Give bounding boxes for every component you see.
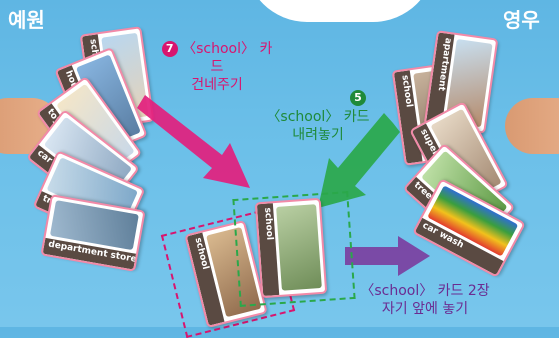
step5-badge: 5: [350, 87, 366, 106]
right-hand: [505, 98, 559, 154]
final-line1: 〈school〉 카드 2장: [360, 283, 490, 299]
step5-line1: 〈school〉 카드: [266, 109, 370, 125]
table-card-1[interactable]: school: [254, 197, 328, 299]
final-line2: 자기 앞에 놓기: [381, 301, 469, 317]
step5-line2: 내려놓기: [292, 127, 344, 143]
step7-line1: 〈school〉 카드: [182, 41, 273, 75]
step7-number: 7: [161, 41, 178, 57]
step5-caption: 〈school〉 카드 내려놓기: [258, 108, 378, 144]
purple-arrow: [345, 236, 430, 276]
step5-number: 5: [350, 89, 366, 106]
green-arrow: [318, 113, 400, 208]
left-player-label: 예원: [8, 8, 45, 32]
pink-arrow: [137, 95, 250, 188]
arrows-layer: [137, 95, 430, 276]
step7-caption: 7 〈school〉 카드 건네주기: [157, 40, 277, 94]
step7-line2: 건네주기: [191, 77, 243, 93]
final-caption: 〈school〉 카드 2장 자기 앞에 놓기: [350, 282, 500, 318]
speech-bubble: [245, 0, 435, 22]
table-card-1-label: school: [262, 207, 275, 241]
right-player-label: 영우: [503, 8, 540, 32]
